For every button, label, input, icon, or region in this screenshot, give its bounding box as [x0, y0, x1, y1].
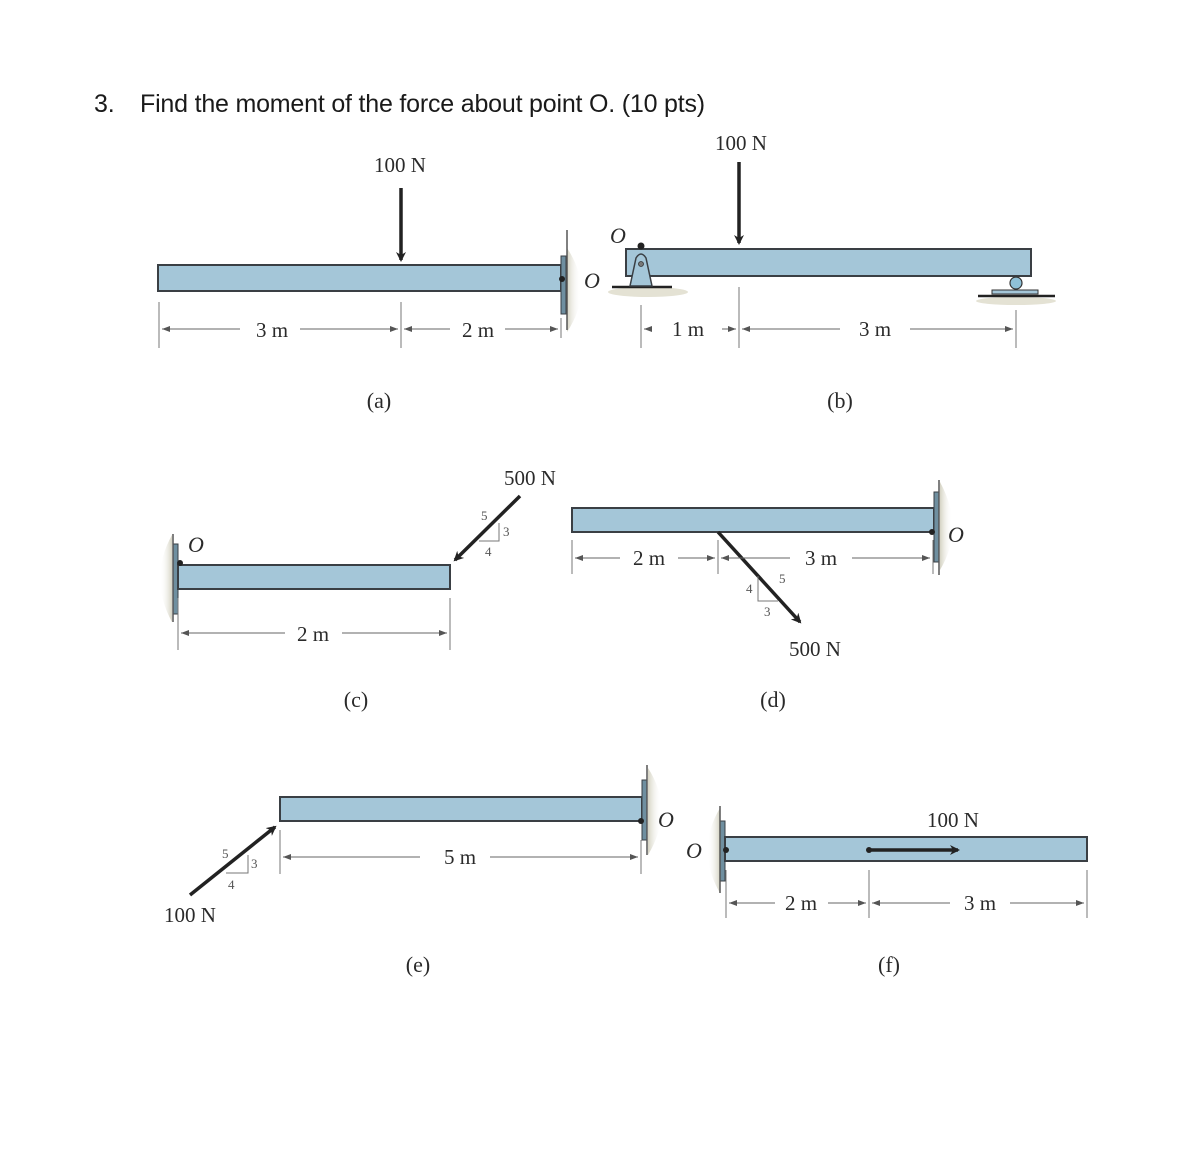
wall-shadow	[648, 768, 662, 855]
question-number: 3.	[94, 90, 115, 118]
wall-plate	[560, 255, 567, 315]
point-o-marker-icon	[637, 242, 645, 250]
figure-e: O 100 N 5 3 4 5 m (e)	[164, 765, 674, 977]
beam	[279, 796, 643, 822]
force-label: 500 N	[504, 466, 556, 490]
roller-support-icon	[1009, 276, 1023, 290]
figure-c: O 500 N 5 3 4 2 m (c)	[160, 466, 556, 712]
slope-run: 3	[764, 604, 771, 619]
beam	[177, 564, 451, 590]
beam	[625, 248, 1032, 277]
slope-run: 4	[485, 544, 492, 559]
figure-caption: (c)	[344, 687, 368, 712]
slope-hyp: 5	[222, 846, 229, 861]
dimension-label: 3 m	[964, 891, 996, 915]
force-label: 100 N	[927, 808, 979, 832]
figure-caption: (b)	[827, 388, 853, 413]
figure-caption: (e)	[406, 952, 430, 977]
slope-hyp: 5	[481, 508, 488, 523]
dimension-label: 2 m	[633, 546, 665, 570]
slope-rise: 3	[251, 856, 258, 871]
slope-hyp: 5	[779, 571, 786, 586]
point-label: O	[188, 532, 204, 557]
force-arrow-icon	[716, 530, 802, 624]
figure-caption: (a)	[367, 388, 391, 413]
dimension-label: 2 m	[297, 622, 329, 646]
figure-caption: (d)	[760, 687, 786, 712]
point-o-marker-icon	[723, 847, 729, 853]
force-label: 100 N	[374, 153, 426, 177]
force-arrow-icon	[188, 825, 277, 897]
point-label: O	[610, 223, 626, 248]
pin-support-icon	[629, 253, 653, 287]
dimension-label: 1 m	[672, 317, 704, 341]
point-o-marker-icon	[638, 818, 644, 824]
beam	[571, 507, 935, 533]
figure-a: 100 N O 3 m 2 m (a)	[157, 153, 600, 413]
slope-triangle-icon	[757, 576, 778, 602]
point-label: O	[584, 268, 600, 293]
dimension-label: 3 m	[859, 317, 891, 341]
force-label: 100 N	[715, 131, 767, 155]
wall-shadow	[567, 248, 581, 332]
force-label: 100 N	[164, 903, 216, 927]
force-arrow-icon	[453, 494, 522, 562]
slope-triangle-icon	[226, 855, 249, 874]
wall-shadow	[160, 535, 172, 622]
slope-rise: 4	[746, 581, 753, 596]
figure-b: 100 N O 1 m 3 m (b)	[608, 131, 1056, 413]
slope-rise: 3	[503, 524, 510, 539]
point-o-marker-icon	[559, 276, 565, 282]
question-text: Find the moment of the force about point…	[140, 90, 705, 118]
point-label: O	[658, 807, 674, 832]
figure-caption: (f)	[878, 952, 900, 977]
dimension-label: 2 m	[785, 891, 817, 915]
point-label: O	[948, 522, 964, 547]
dimension-label: 3 m	[256, 318, 288, 342]
figure-d: O 500 N 4 5 3 2 m 3 m (d)	[571, 480, 964, 712]
ground-shadow	[608, 287, 688, 297]
point-label: O	[686, 838, 702, 863]
slope-run: 4	[228, 877, 235, 892]
beam	[157, 264, 562, 292]
wall-shadow	[940, 482, 953, 570]
wall-shadow	[707, 808, 720, 893]
question-heading: 3. Find the moment of the force about poi…	[94, 90, 705, 119]
dimension-label: 3 m	[805, 546, 837, 570]
dimension-label: 2 m	[462, 318, 494, 342]
dimension-label: 5 m	[444, 845, 476, 869]
point-o-marker-icon	[177, 560, 183, 566]
slope-triangle-icon	[479, 523, 500, 542]
figure-f: O 100 N 2 m 3 m (f)	[686, 806, 1088, 977]
point-o-marker-icon	[929, 529, 935, 535]
force-label: 500 N	[789, 637, 841, 661]
